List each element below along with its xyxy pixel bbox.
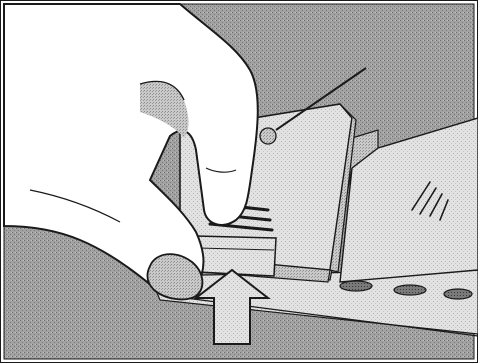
indicator-dot xyxy=(260,128,276,144)
latch-tab xyxy=(196,236,276,276)
